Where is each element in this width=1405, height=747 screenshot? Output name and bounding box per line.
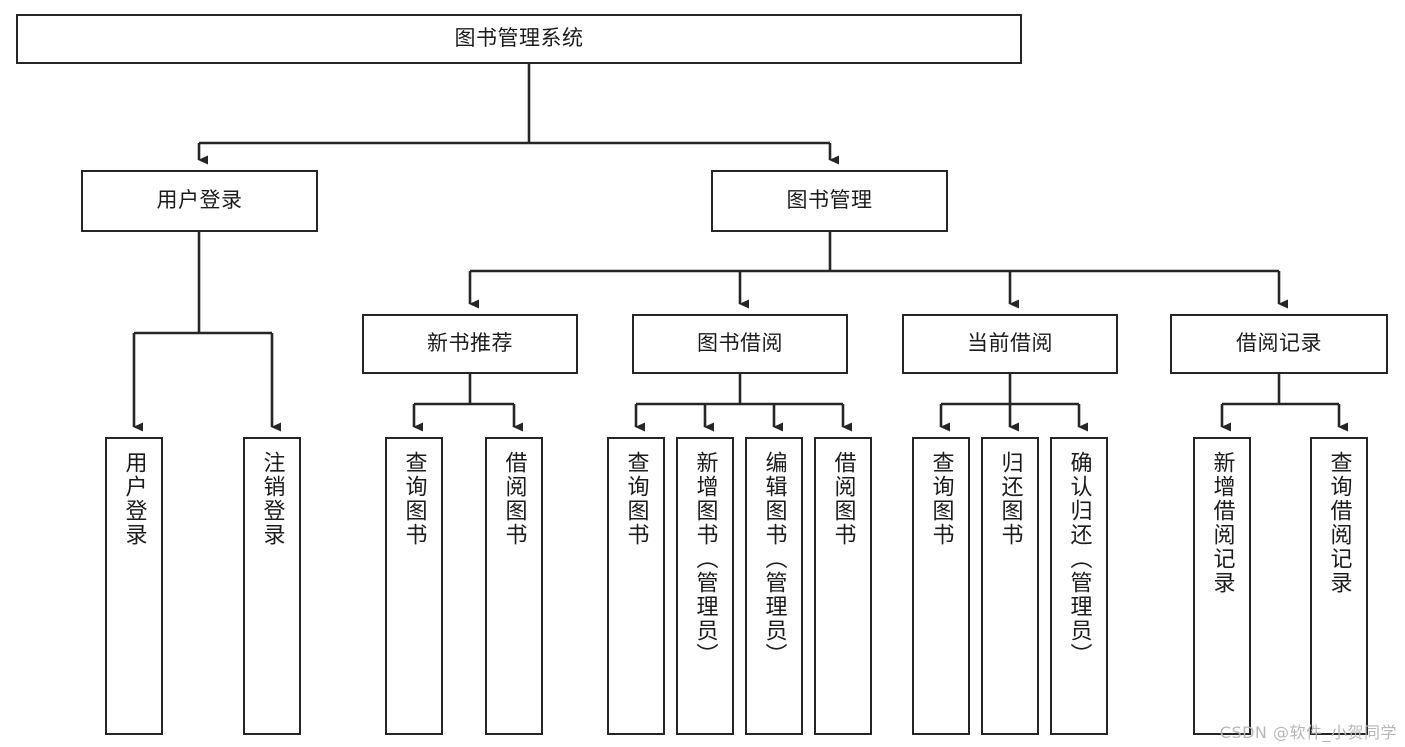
node-label: 图书管理系统 [454, 26, 584, 51]
node-label: 查询图书 [623, 451, 649, 547]
node-label: 借阅图书 [830, 451, 856, 547]
node-label: 归还图书 [997, 451, 1023, 547]
leaf-add-record[interactable]: 新增借阅记录 [1193, 437, 1251, 735]
node-label: 图书借阅 [697, 331, 783, 356]
node-book-manage[interactable]: 图书管理 [711, 170, 948, 232]
node-label: 新书推荐 [427, 331, 513, 356]
leaf-user-login[interactable]: 用户登录 [105, 437, 163, 735]
leaf-edit-book[interactable]: 编辑图书（管理员） [745, 437, 803, 735]
leaf-borrow-book-2[interactable]: 借阅图书 [814, 437, 872, 735]
node-label: 确认归还（管理员） [1066, 451, 1092, 667]
node-label: 查询借阅记录 [1326, 451, 1352, 595]
node-label: 新增图书（管理员） [692, 451, 718, 667]
node-label: 查询图书 [928, 451, 954, 547]
node-label: 查询图书 [401, 451, 427, 547]
node-current-borrow[interactable]: 当前借阅 [902, 314, 1118, 374]
node-label: 借阅图书 [501, 451, 527, 547]
node-label: 编辑图书（管理员） [761, 451, 787, 667]
node-borrow-record[interactable]: 借阅记录 [1170, 314, 1388, 374]
node-label: 图书管理 [786, 188, 873, 213]
leaf-query-book-2[interactable]: 查询图书 [607, 437, 665, 735]
node-root-system[interactable]: 图书管理系统 [16, 14, 1022, 64]
node-label: 用户登录 [156, 188, 243, 213]
leaf-add-book[interactable]: 新增图书（管理员） [676, 437, 734, 735]
leaf-query-book-3[interactable]: 查询图书 [912, 437, 970, 735]
csdn-watermark: CSDN @软件_小贺同学 [1219, 723, 1397, 742]
leaf-confirm-return[interactable]: 确认归还（管理员） [1050, 437, 1108, 735]
node-book-borrow[interactable]: 图书借阅 [632, 314, 848, 374]
node-label: 当前借阅 [967, 331, 1053, 356]
node-label: 注销登录 [259, 451, 285, 547]
leaf-return-book[interactable]: 归还图书 [981, 437, 1039, 735]
leaf-borrow-book-1[interactable]: 借阅图书 [485, 437, 543, 735]
leaf-logout[interactable]: 注销登录 [243, 437, 301, 735]
node-user-login[interactable]: 用户登录 [81, 170, 318, 232]
node-label: 新增借阅记录 [1209, 451, 1235, 595]
node-label: 用户登录 [121, 451, 147, 547]
leaf-query-record[interactable]: 查询借阅记录 [1310, 437, 1368, 735]
node-new-book-rec[interactable]: 新书推荐 [362, 314, 578, 374]
node-label: 借阅记录 [1236, 331, 1322, 356]
leaf-query-book-1[interactable]: 查询图书 [385, 437, 443, 735]
